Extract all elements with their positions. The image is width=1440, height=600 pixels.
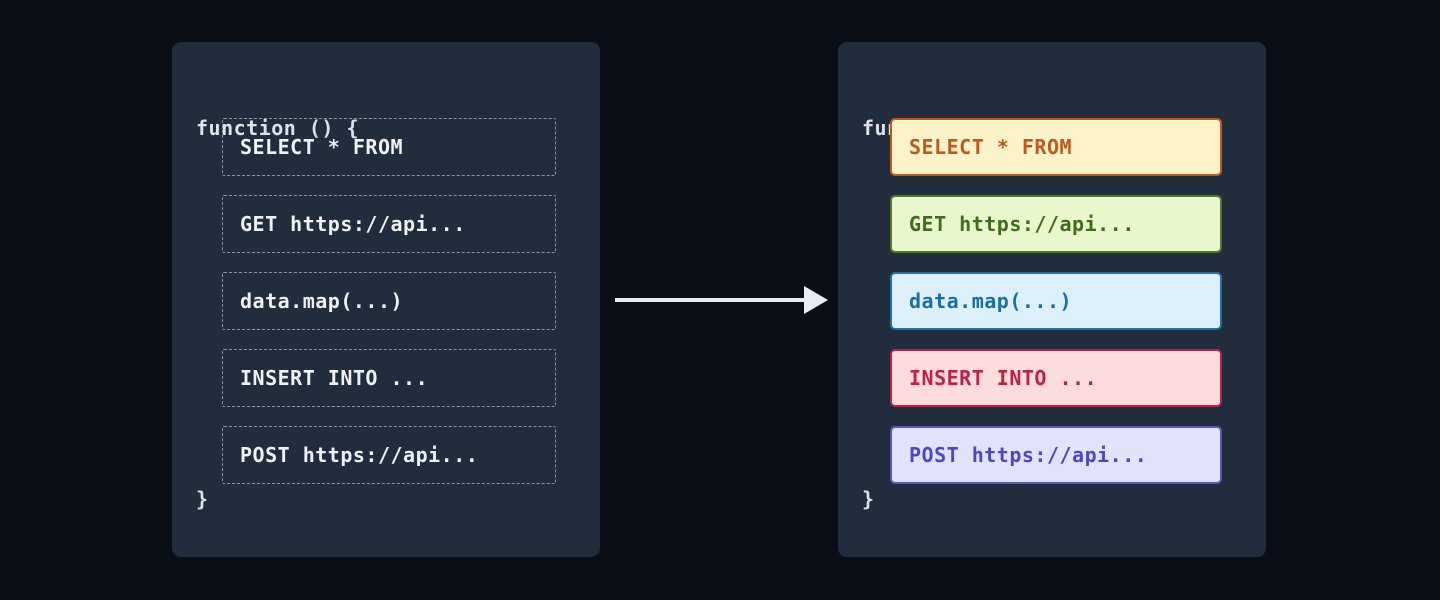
code-block-select-dashed: SELECT * FROM bbox=[222, 118, 556, 176]
right-code-panel: function () { SELECT * FROM GET https://… bbox=[838, 42, 1266, 557]
function-open-brace: function () { bbox=[196, 116, 360, 140]
right-arrow-icon bbox=[804, 286, 828, 314]
code-block-map-highlighted: data.map(...) bbox=[890, 272, 1222, 330]
code-block-insert-highlighted: INSERT INTO ... bbox=[890, 349, 1222, 407]
code-block-post-highlighted: POST https://api... bbox=[890, 426, 1222, 484]
function-close-brace: } bbox=[862, 487, 875, 511]
code-block-get-highlighted: GET https://api... bbox=[890, 195, 1222, 253]
code-block-map-dashed: data.map(...) bbox=[222, 272, 556, 330]
left-code-panel: function () { SELECT * FROM GET https://… bbox=[172, 42, 600, 557]
function-close-brace: } bbox=[196, 487, 209, 511]
right-code-blocks: SELECT * FROM GET https://api... data.ma… bbox=[890, 118, 1222, 484]
code-block-get-dashed: GET https://api... bbox=[222, 195, 556, 253]
code-block-post-dashed: POST https://api... bbox=[222, 426, 556, 484]
code-block-insert-dashed: INSERT INTO ... bbox=[222, 349, 556, 407]
transform-arrow bbox=[615, 286, 828, 314]
left-code-blocks: SELECT * FROM GET https://api... data.ma… bbox=[222, 118, 556, 484]
code-block-select-highlighted: SELECT * FROM bbox=[890, 118, 1222, 176]
arrow-shaft bbox=[615, 298, 807, 302]
